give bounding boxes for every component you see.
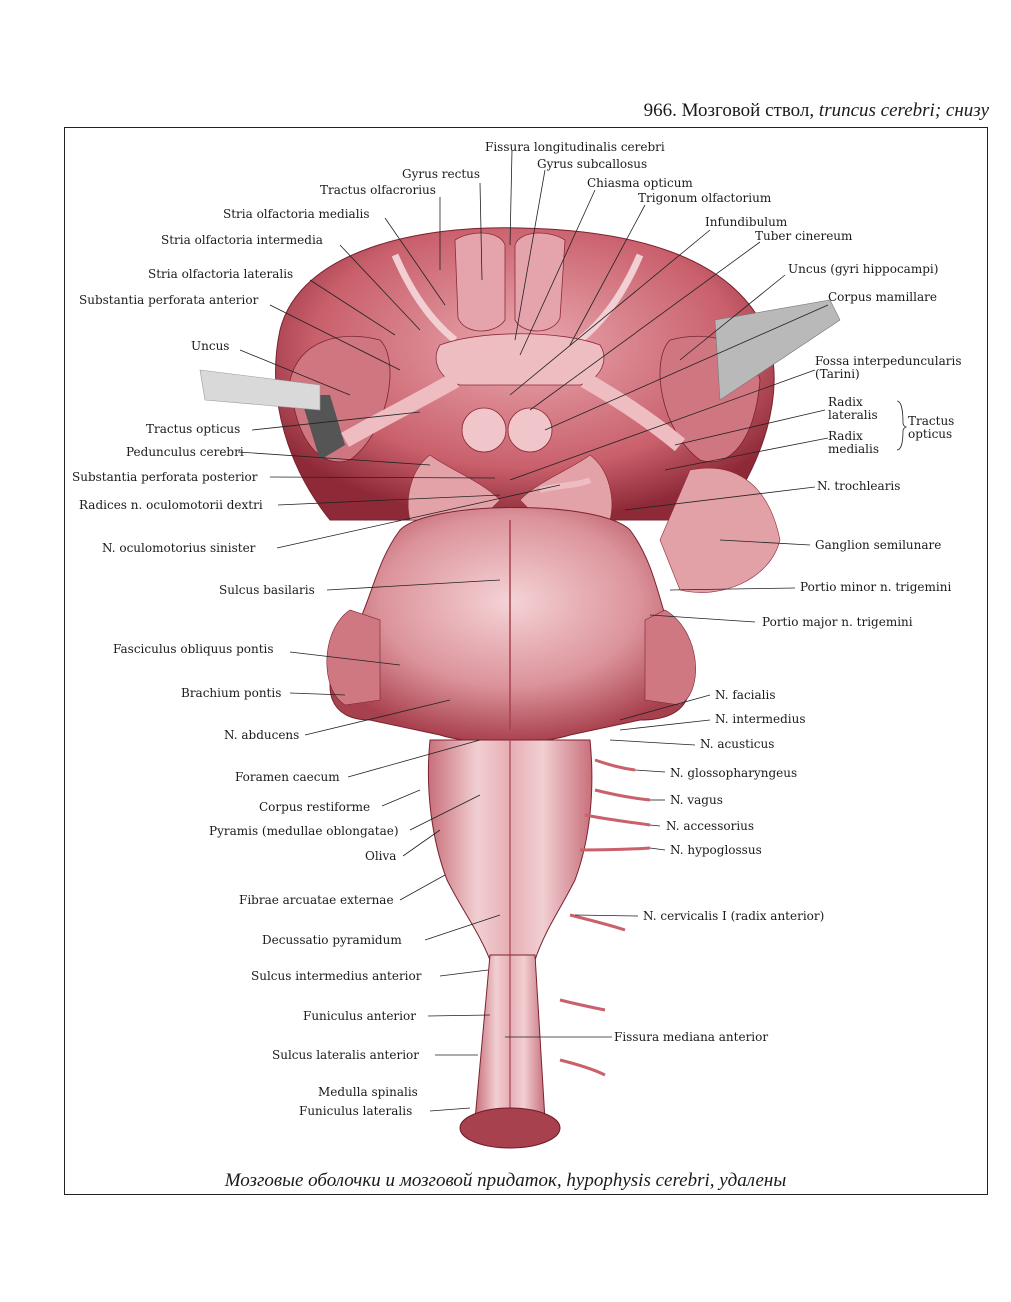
plate-title-ru: Мозговой ствол, (681, 100, 815, 121)
label-n-cervicalis: N. cervicalis I (radix anterior) (643, 909, 825, 923)
label-oliva: Oliva (365, 849, 397, 863)
label-radices-oculomotorii: Radices n. oculomotorii dextri (79, 498, 263, 512)
label-n-glossopharyngeus: N. glossopharyngeus (670, 766, 798, 780)
label-fissura-mediana: Fissura mediana anterior (614, 1030, 769, 1044)
label-fasciculus-obliquus: Fasciculus obliquus pontis (113, 642, 274, 656)
label-substantia-perforata-posterior: Substantia perforata posterior (72, 470, 258, 484)
label-n-intermedius: N. intermedius (715, 712, 806, 726)
label-n-trochlearis: N. trochlearis (817, 479, 901, 493)
label-trigonum-olfactorium: Trigonum olfactorium (638, 191, 772, 205)
chiasma-shape (435, 333, 605, 386)
label-radix-lateralis-1: Radix (828, 395, 863, 409)
label-tuber-cinereum: Tuber cinereum (755, 229, 853, 243)
label-stria-medialis: Stria olfactoria medialis (223, 207, 370, 221)
label-n-accessorius: N. accessorius (666, 819, 755, 833)
label-uncus-gyri: Uncus (gyri hippocampi) (788, 262, 939, 276)
label-n-acusticus: N. acusticus (700, 737, 775, 751)
label-tractus-olfactorius: Tractus olfacrorius (320, 183, 436, 197)
label-foramen-caecum: Foramen caecum (235, 770, 340, 784)
leader-lines (237, 149, 829, 1112)
label-n-hypoglossus: N. hypoglossus (670, 843, 762, 857)
label-tarini: (Tarini) (815, 367, 860, 381)
figure-caption: Мозговые оболочки и мозговой придаток, h… (224, 1170, 787, 1191)
label-portio-minor: Portio minor n. trigemini (800, 580, 952, 594)
label-brachium-pontis: Brachium pontis (181, 686, 282, 700)
label-medulla-spinalis: Medulla spinalis (318, 1085, 418, 1099)
label-n-oculomotorius-sinister: N. oculomotorius sinister (102, 541, 256, 555)
label-pyramis: Pyramis (medullae oblongatae) (209, 824, 399, 838)
label-pedunculus-cerebri: Pedunculus cerebri (126, 445, 244, 459)
plate-title-lat: truncus cerebri; (818, 100, 942, 121)
label-fossa-interpeduncularis: Fossa interpeduncularis (815, 354, 962, 368)
label-sulcus-basilaris: Sulcus basilaris (219, 583, 315, 597)
gyrus-rectus-shape (454, 232, 506, 332)
label-radix-lateralis-2: lateralis (828, 408, 878, 422)
label-portio-major: Portio major n. trigemini (762, 615, 913, 629)
label-fibrae-arcuatae: Fibrae arcuatae externae (239, 893, 394, 907)
label-n-vagus: N. vagus (670, 793, 723, 807)
corpus-mamillare-right (507, 407, 553, 453)
label-n-abducens: N. abducens (224, 728, 300, 742)
corpus-mamillare-left (461, 407, 507, 453)
label-chiasma-opticum: Chiasma opticum (587, 176, 693, 190)
label-gyrus-subcallosus: Gyrus subcallosus (537, 157, 648, 171)
figure-frame (64, 127, 988, 1195)
spinal-cord-section (459, 1107, 561, 1149)
label-uncus: Uncus (191, 339, 230, 353)
label-funiculus-lateralis: Funiculus lateralis (299, 1104, 413, 1118)
plate-view: снизу (945, 100, 989, 121)
label-funiculus-anterior: Funiculus anterior (303, 1009, 416, 1023)
label-tractus-opticus-right-2: opticus (908, 427, 953, 441)
label-gyrus-rectus: Gyrus rectus (402, 167, 481, 181)
label-radix-medialis-1: Radix (828, 429, 863, 443)
label-infundibulum: Infundibulum (705, 215, 788, 229)
label-ganglion-semilunare: Ganglion semilunare (815, 538, 942, 552)
label-tractus-opticus-right-1: Tractus (908, 414, 955, 428)
label-radix-medialis-2: medialis (828, 442, 879, 456)
label-sulcus-lateralis: Sulcus lateralis anterior (272, 1048, 420, 1062)
label-stria-lateralis: Stria olfactoria lateralis (148, 267, 294, 281)
label-corpus-mamillare: Corpus mamillare (828, 290, 937, 304)
plate-title: 966. Мозговой ствол, truncus cerebri; сн… (644, 100, 989, 122)
label-sulcus-intermedius: Sulcus intermedius anterior (251, 969, 422, 983)
label-fissura-longitudinalis: Fissura longitudinalis cerebri (485, 140, 665, 154)
label-n-facialis: N. facialis (715, 688, 776, 702)
plate-number: 966. (643, 100, 677, 121)
label-stria-intermedia: Stria olfactoria intermedia (161, 233, 323, 247)
label-decussatio-pyramidum: Decussatio pyramidum (262, 933, 402, 947)
label-corpus-restiforme: Corpus restiforme (259, 800, 371, 814)
label-substantia-perforata-anterior: Substantia perforata anterior (79, 293, 259, 307)
label-tractus-opticus: Tractus opticus (146, 422, 241, 436)
